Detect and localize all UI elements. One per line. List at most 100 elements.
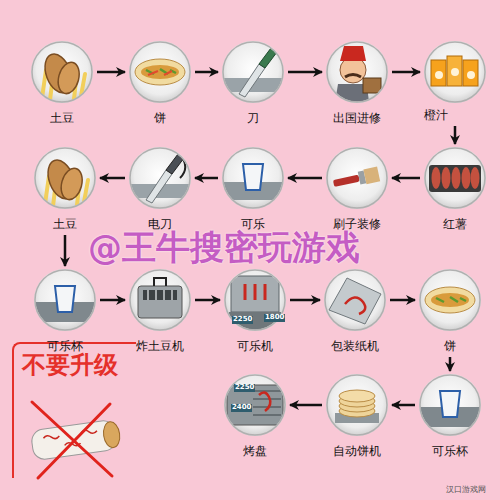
cup xyxy=(440,391,460,417)
watermark: @王牛搜密玩游戏 xyxy=(88,229,360,266)
circle-outline xyxy=(420,375,480,435)
bristles xyxy=(363,167,380,185)
circle-outline xyxy=(129,41,191,103)
knife-icon xyxy=(222,41,284,103)
step-label: 包装纸机 xyxy=(331,339,379,354)
hat xyxy=(340,46,366,61)
box-text-wrap: 不要升级 xyxy=(14,344,136,380)
icon-ground xyxy=(326,147,388,209)
upgrade-circle: 饼 xyxy=(129,41,191,103)
step-label: 土豆 xyxy=(53,217,77,232)
nozzles xyxy=(245,284,265,300)
icon-ground xyxy=(31,41,93,103)
potato xyxy=(58,166,86,202)
grill-bars xyxy=(253,391,281,415)
step-label: 红薯 xyxy=(443,217,467,232)
icon-ground xyxy=(224,374,286,436)
label-wrap: 可乐机 xyxy=(195,335,315,354)
upgrade-circle: 刀 xyxy=(222,41,284,103)
wrap xyxy=(135,59,185,85)
sauce xyxy=(148,71,172,75)
carton xyxy=(447,56,462,86)
potato-icon xyxy=(31,41,93,103)
cross-mark xyxy=(32,402,112,478)
label-wrap: 可乐杯 xyxy=(390,440,500,459)
circle-outline xyxy=(35,148,95,208)
tortilla-machine-icon xyxy=(326,374,388,436)
icon-ground xyxy=(326,41,388,103)
step-label: 刀 xyxy=(247,111,259,126)
basket-handle xyxy=(154,278,166,286)
circle-outline xyxy=(130,270,190,330)
cola-icon xyxy=(222,147,284,209)
wrap xyxy=(425,287,475,313)
chef-icon xyxy=(326,41,388,103)
circle-outline xyxy=(419,374,481,436)
label-wrap: 饼 xyxy=(100,107,220,126)
circle-outline xyxy=(419,269,481,331)
grill-icon xyxy=(224,374,286,436)
step-label: 土豆 xyxy=(50,111,74,126)
circle-outline xyxy=(325,270,385,330)
circle-outline xyxy=(324,269,386,331)
circle-outline xyxy=(34,269,96,331)
sweet-potato xyxy=(452,167,461,189)
electric-knife-icon xyxy=(129,147,191,209)
flow-arrow xyxy=(195,299,220,302)
flow-arrow xyxy=(392,71,420,74)
tray xyxy=(429,165,481,192)
icon-ground xyxy=(129,147,191,209)
potato-icon xyxy=(34,147,96,209)
label-wrap: 饼 xyxy=(390,335,500,354)
flow-arrow xyxy=(449,357,452,371)
flow-arrow xyxy=(290,404,322,407)
blade xyxy=(239,64,265,97)
filling xyxy=(431,293,469,307)
fryer xyxy=(138,286,182,318)
machine xyxy=(231,276,279,312)
wrap-end xyxy=(102,421,121,449)
circle-outline xyxy=(326,41,388,103)
label-wrap: 橙汁 xyxy=(376,104,496,123)
flow-arrow xyxy=(290,299,320,302)
potato xyxy=(55,60,83,96)
label-wrap: 烤盘 xyxy=(195,440,315,459)
circle-outline xyxy=(225,375,285,435)
fryer-icon xyxy=(129,269,191,331)
upgrade-circle: 包装纸机 xyxy=(324,269,386,331)
step-label: 出国进修 xyxy=(333,111,381,126)
icon-ground xyxy=(324,269,386,331)
brush-handle xyxy=(333,175,360,187)
flow-arrow xyxy=(97,71,125,74)
flow-arrow xyxy=(454,126,457,144)
icon-ground xyxy=(34,269,96,331)
circle-outline xyxy=(424,41,486,103)
upgrade-circle: 刷子装修 xyxy=(326,147,388,209)
label-wrap: 包装纸机 xyxy=(295,335,415,354)
price-number: 2400 xyxy=(231,404,252,412)
icon-ground xyxy=(129,269,191,331)
flow-arrow xyxy=(195,71,218,74)
icon-ground xyxy=(424,147,486,209)
circle-outline xyxy=(424,147,486,209)
upgrade-circle: 土豆 xyxy=(34,147,96,209)
mustache xyxy=(345,75,361,78)
site-watermark: 汉口游戏网 xyxy=(446,486,486,495)
flow-arrow xyxy=(288,177,322,180)
icon-ground xyxy=(424,41,486,103)
circle-outline xyxy=(225,270,285,330)
icon-ground xyxy=(222,41,284,103)
label-wrap: 出国进修 xyxy=(297,107,417,126)
icon-ground xyxy=(129,41,191,103)
juice-icon xyxy=(424,41,486,103)
cup xyxy=(55,286,75,312)
step-label: 炸土豆机 xyxy=(136,339,184,354)
upgrade-circle: 橙汁 xyxy=(424,41,486,103)
wrap-icon xyxy=(419,269,481,331)
circle-outline xyxy=(35,270,95,330)
icon-ground xyxy=(224,269,286,331)
circle-outline xyxy=(223,42,283,102)
circle-outline xyxy=(425,148,485,208)
warning-text: 不要升级 xyxy=(22,350,118,380)
